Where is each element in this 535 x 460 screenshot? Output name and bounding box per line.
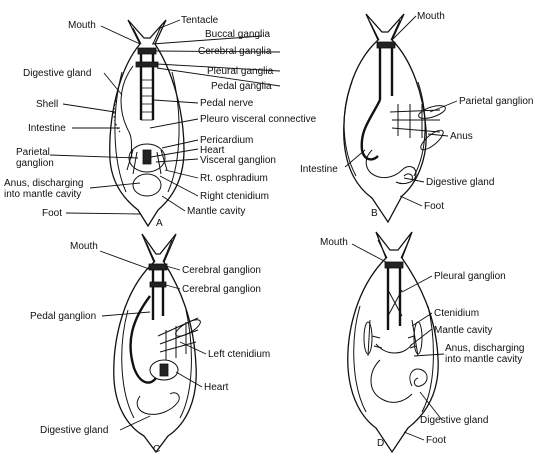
panel-c-label-mouth: Mouth bbox=[70, 241, 98, 252]
panel-a-label-cerebral-ganglia: Cerebral ganglia bbox=[198, 46, 272, 57]
panel-a-label-digestive-gland: Digestive gland bbox=[23, 68, 91, 79]
panel-a-label-tentacle: Tentacle bbox=[181, 15, 219, 26]
panel-a-label-visceral-ganglion: Visceral ganglion bbox=[200, 155, 276, 166]
panel-b-label-digestive-gland: Digestive gland bbox=[426, 177, 494, 188]
panel-c-label-pedal-ganglion: Pedal ganglion bbox=[30, 311, 96, 322]
panel-d-label-anus-2: into mantle cavity bbox=[445, 354, 522, 365]
panel-d-label-mouth: Mouth bbox=[320, 237, 348, 248]
panel-d-label-pleural-ganglion: Pleural ganglion bbox=[434, 271, 506, 282]
panel-b: Mouth Parietal ganglion Anus Intestine D… bbox=[300, 11, 534, 222]
panel-b-label-mouth: Mouth bbox=[417, 11, 445, 22]
panel-a-label-pedal-nerve: Pedal nerve bbox=[200, 98, 254, 109]
panel-a-label-mantle-cavity: Mantle cavity bbox=[187, 206, 245, 217]
panel-d-label-mantle-cavity: Mantle cavity bbox=[434, 325, 492, 336]
panel-c-label-heart: Heart bbox=[204, 382, 229, 393]
panel-b-label-foot: Foot bbox=[424, 201, 444, 212]
panel-d-cerebral-ganglia bbox=[385, 262, 403, 268]
panel-a-label-parietal-ganglion-1: Parietal bbox=[16, 147, 50, 158]
panel-c-heart-core bbox=[160, 364, 168, 376]
panel-c-label-left-ctenidium: Left ctenidium bbox=[208, 349, 270, 360]
panel-b-label-intestine: Intestine bbox=[300, 164, 338, 175]
panel-c-cerebral-ganglia bbox=[149, 264, 167, 270]
panel-b-label-parietal-ganglion: Parietal ganglion bbox=[459, 96, 534, 107]
panel-c-letter: C bbox=[153, 444, 160, 455]
panel-a-label-anus-1: Anus, discharging bbox=[4, 178, 84, 189]
panel-a-label-rt-osphradium: Rt. osphradium bbox=[200, 173, 268, 184]
panel-a-label-pleuro-visceral: Pleuro visceral connective bbox=[200, 114, 317, 125]
panel-a-letter: A bbox=[156, 218, 163, 229]
panel-d-label-anus-1: Anus, discharging bbox=[445, 343, 525, 354]
panel-a-label-mouth: Mouth bbox=[68, 20, 96, 31]
panel-a: Mouth Tentacle Buccal ganglia Cerebral g… bbox=[4, 15, 317, 229]
panel-d-label-foot: Foot bbox=[426, 435, 446, 446]
panel-b-letter: B bbox=[371, 208, 378, 219]
panel-c-cerebral-ganglia-2 bbox=[150, 282, 166, 287]
panel-b-label-anus: Anus bbox=[450, 131, 473, 142]
panel-c-label-cerebral-ganglion-2: Cerebral ganglion bbox=[182, 284, 261, 295]
panel-d-label-digestive-gland: Digestive gland bbox=[420, 415, 488, 426]
panel-a-label-right-ctenidium: Right ctenidium bbox=[200, 191, 269, 202]
panel-d: Mouth Pleural ganglion Ctenidium Mantle … bbox=[320, 232, 525, 452]
panel-a-label-shell: Shell bbox=[36, 99, 58, 110]
panel-a-label-buccal-ganglia: Buccal ganglia bbox=[205, 29, 270, 40]
panel-a-heart bbox=[143, 150, 151, 164]
panel-d-label-ctenidium: Ctenidium bbox=[434, 308, 479, 319]
panel-a-pleural-ganglia bbox=[136, 62, 158, 67]
panel-a-label-foot: Foot bbox=[42, 208, 62, 219]
panel-a-cerebral-ganglia bbox=[138, 48, 156, 54]
panel-a-label-anus-2: into mantle cavity bbox=[4, 189, 81, 200]
panel-c-label-digestive-gland: Digestive gland bbox=[40, 425, 108, 436]
panel-a-label-pleural-ganglia: Pleural ganglia bbox=[207, 66, 274, 77]
panel-b-cerebral-ganglia bbox=[377, 42, 395, 48]
panel-c: Mouth Cerebral ganglion Cerebral ganglio… bbox=[30, 234, 270, 455]
panel-a-label-intestine: Intestine bbox=[28, 123, 66, 134]
panel-d-letter: D bbox=[377, 438, 384, 449]
panel-a-label-parietal-ganglion-2: ganglion bbox=[16, 158, 54, 169]
panel-c-label-cerebral-ganglion-1: Cerebral ganglion bbox=[182, 265, 261, 276]
panel-a-label-pedal-ganglia: Pedal ganglia bbox=[211, 81, 272, 92]
